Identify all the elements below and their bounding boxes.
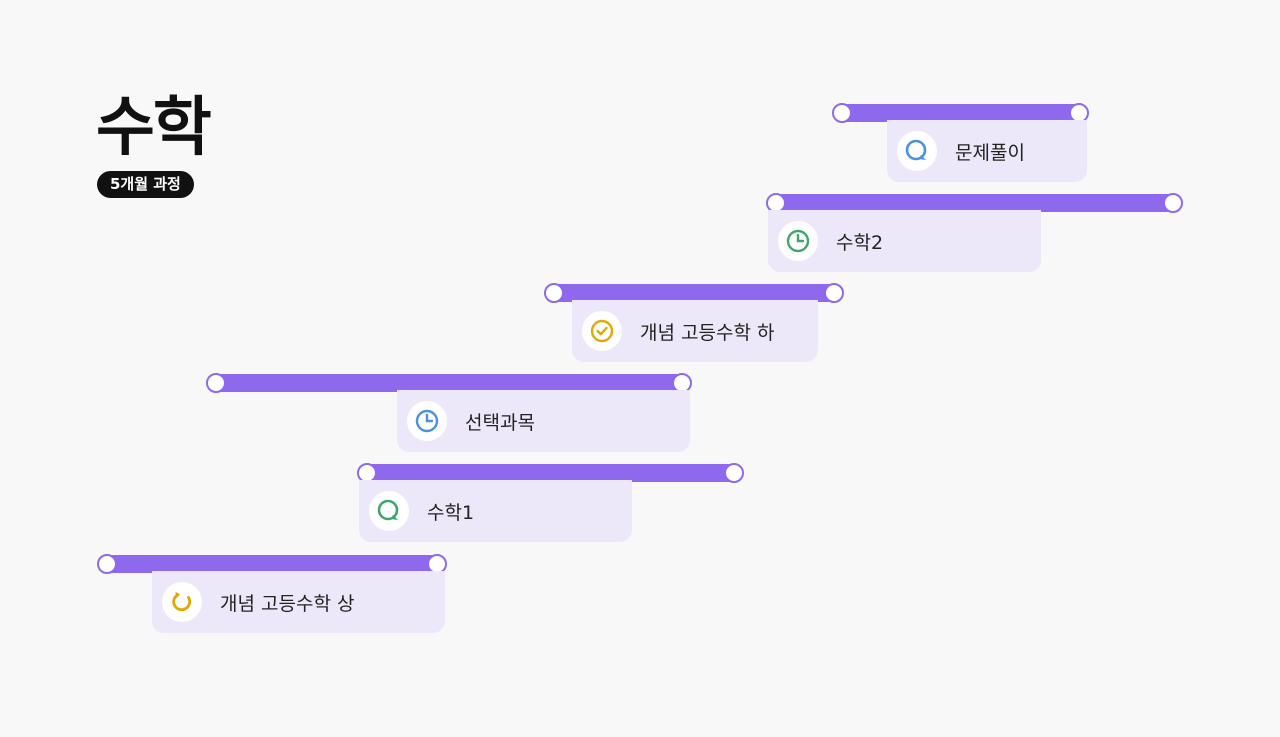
step-card[interactable]: 개념 고등수학 상: [152, 571, 445, 633]
step-label: 개념 고등수학 상: [220, 592, 355, 615]
step-card[interactable]: 선택과목: [397, 390, 690, 452]
timeline-bar: [206, 373, 692, 393]
speech-bubble-icon: [897, 131, 937, 171]
duration-badge: 5개월 과정: [97, 171, 194, 198]
step-label: 수학1: [427, 501, 475, 524]
bar-end-dot: [724, 463, 744, 483]
bar-start-dot: [206, 373, 226, 393]
step-label: 선택과목: [465, 411, 535, 434]
step-label: 개념 고등수학 하: [640, 321, 775, 344]
page-title: 수학: [96, 91, 212, 165]
timeline-bar: [832, 103, 1089, 123]
check-circle-icon: [582, 311, 622, 351]
step-card[interactable]: 개념 고등수학 하: [572, 300, 818, 362]
bar-end-dot: [824, 283, 844, 303]
speech-bubble-icon: [369, 491, 409, 531]
refresh-icon: [162, 582, 202, 622]
clock-icon: [407, 401, 447, 441]
clock-icon: [778, 221, 818, 261]
bar-start-dot: [832, 103, 852, 123]
timeline-bar: [544, 283, 844, 303]
step-card[interactable]: 문제풀이: [887, 120, 1087, 182]
step-label: 문제풀이: [955, 141, 1025, 164]
step-label: 수학2: [836, 231, 884, 254]
step-card[interactable]: 수학1: [359, 480, 632, 542]
step-card[interactable]: 수학2: [768, 210, 1041, 272]
timeline-bar: [97, 554, 447, 574]
bar-start-dot: [544, 283, 564, 303]
bar-start-dot: [97, 554, 117, 574]
timeline-bar: [766, 193, 1183, 213]
bar-end-dot: [1163, 193, 1183, 213]
